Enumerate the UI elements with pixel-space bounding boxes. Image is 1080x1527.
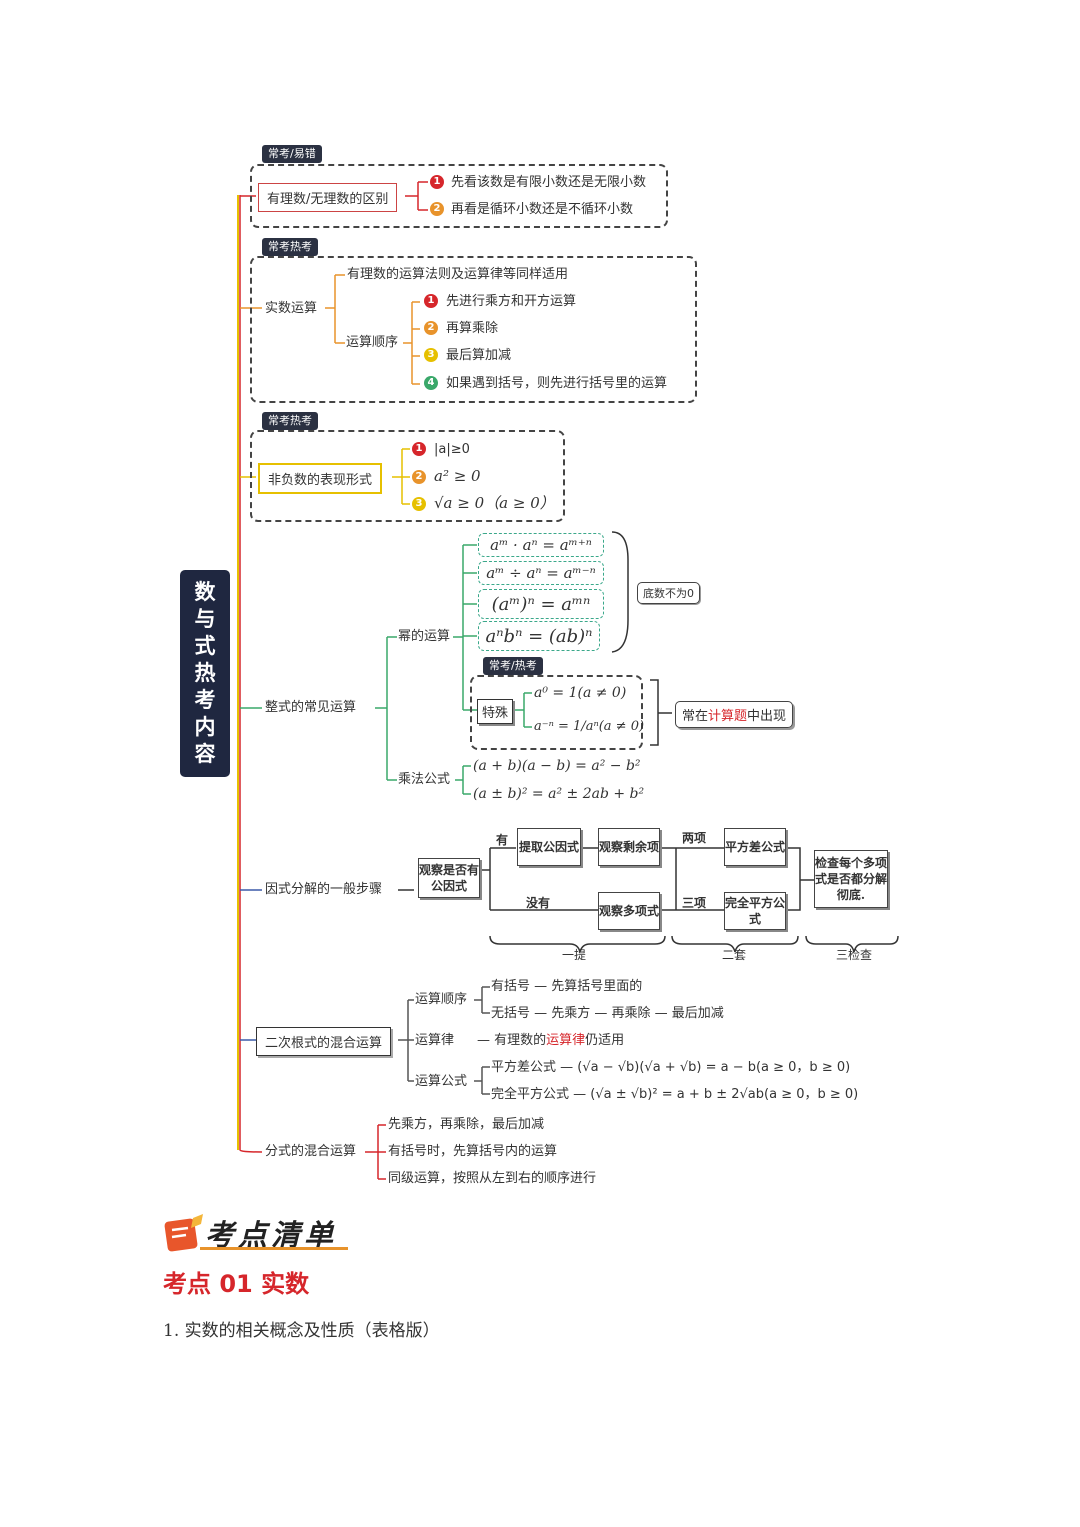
power-formula: aᵐ ÷ aⁿ = aᵐ⁻ⁿ xyxy=(478,561,604,585)
calc-note-pre: 常在 xyxy=(682,709,709,724)
section7-node: 分式的混合运算 xyxy=(265,1144,357,1159)
number-4-icon: 4 xyxy=(424,376,438,390)
extract-box: 提取公因式 xyxy=(517,828,581,866)
section2-item: 最后算加减 xyxy=(446,348,512,363)
number-1-icon: 1 xyxy=(430,175,444,189)
section4-node: 整式的常见运算 xyxy=(265,700,357,715)
pencil-note-icon xyxy=(164,1214,203,1252)
number-3-icon: 3 xyxy=(412,497,426,511)
observe-poly-box: 观察多项式 xyxy=(598,892,660,930)
section2-rule: 有理数的运算法则及运算律等同样适用 xyxy=(347,267,569,282)
main-title: 数 与 式 热 考 内 容 xyxy=(180,570,230,777)
mult-label: 乘法公式 xyxy=(398,772,451,787)
step-label: 一提 xyxy=(562,948,587,962)
calc-note-post: 中出现 xyxy=(747,709,787,724)
section1-node: 有理数/无理数的区别 xyxy=(258,183,398,212)
section6-node: 二次根式的混合运算 xyxy=(256,1027,392,1056)
section7-item: 先乘方，再乘除，最后加减 xyxy=(388,1117,545,1132)
two-terms-label: 两项 xyxy=(682,831,707,845)
order-label: 运算顺序 xyxy=(415,992,468,1007)
law-post: 仍适用 xyxy=(585,1033,625,1048)
mult-formula: (a ± b)² = a² ± 2ab + b² xyxy=(473,786,645,802)
number-1-icon: 1 xyxy=(412,442,426,456)
calc-note: 常在计算题中出现 xyxy=(675,701,794,728)
base-note: 底数不为0 xyxy=(637,582,700,604)
section7-item: 有括号时，先算括号内的运算 xyxy=(388,1144,558,1159)
special-formula: a⁰ = 1(a ≠ 0) xyxy=(534,685,627,701)
section-title: 考点 01 实数 xyxy=(163,1270,310,1298)
main-title-char: 与 xyxy=(194,607,216,631)
number-3-icon: 3 xyxy=(424,348,438,362)
section2-item: 先进行乘方和开方运算 xyxy=(446,294,577,309)
section5-node: 因式分解的一般步骤 xyxy=(265,882,383,897)
power-formula: aᵐ · aⁿ = aᵐ⁺ⁿ xyxy=(478,533,604,557)
mult-formula: (a + b)(a − b) = a² − b² xyxy=(473,758,641,774)
law-text: — 有理数的运算律仍适用 xyxy=(477,1033,625,1048)
perfect-square-box: 完全平方公式 xyxy=(724,892,786,930)
section1-item: 先看该数是有限小数还是无限小数 xyxy=(451,175,647,190)
number-2-icon: 2 xyxy=(424,321,438,335)
main-title-char: 式 xyxy=(194,634,216,658)
special-frame xyxy=(470,675,643,750)
main-title-char: 考 xyxy=(194,688,216,712)
section1-item: 再看是循环小数还是不循环小数 xyxy=(451,202,634,217)
check-box: 检查每个多项式是否都分解彻底. xyxy=(814,850,888,908)
observe-rest-box: 观察剩余项 xyxy=(598,828,660,866)
section2-item: 再算乘除 xyxy=(446,321,499,336)
order-item: 有括号 — 先算括号里面的 xyxy=(491,979,643,994)
section3-node: 非负数的表现形式 xyxy=(258,463,383,494)
formula-item: 完全平方公式 — (√a ± √b)² = a + b ± 2√ab(a ≥ 0… xyxy=(491,1087,859,1102)
power-formula: (aᵐ)ⁿ = aᵐⁿ xyxy=(478,589,604,619)
formula-label: 运算公式 xyxy=(415,1074,468,1089)
power-label: 幂的运算 xyxy=(398,629,451,644)
section3-item: |a|≥0 xyxy=(434,442,470,457)
section2-frame xyxy=(250,256,697,403)
main-title-char: 热 xyxy=(194,661,216,685)
no-label: 没有 xyxy=(526,896,551,910)
order-item: 无括号 — 先乘方 — 再乘除 — 最后加减 xyxy=(491,1006,724,1021)
section7-item: 同级运算，按照从左到右的顺序进行 xyxy=(388,1171,597,1186)
section1-frame xyxy=(250,164,668,228)
section2-node: 实数运算 xyxy=(265,301,318,316)
main-title-char: 内 xyxy=(194,715,216,739)
step-label: 三检查 xyxy=(836,948,873,962)
section3-tag: 常考热考 xyxy=(262,412,318,430)
number-2-icon: 2 xyxy=(430,202,444,216)
main-title-char: 数 xyxy=(194,580,216,604)
start-box: 观察是否有公因式 xyxy=(418,858,480,898)
section3-frame xyxy=(250,430,565,522)
law-highlight: 运算律 xyxy=(546,1033,586,1048)
special-label: 特殊 xyxy=(477,699,514,724)
subtitle: 1. 实数的相关概念及性质（表格版） xyxy=(163,1321,440,1341)
law-pre: 有理数的 xyxy=(494,1033,547,1048)
section2-item: 如果遇到括号，则先进行括号里的运算 xyxy=(446,376,668,391)
brand-underline xyxy=(200,1247,348,1250)
section2-order-label: 运算顺序 xyxy=(346,335,399,350)
section3-item: √a ≥ 0（a ≥ 0） xyxy=(434,494,555,512)
three-terms-label: 三项 xyxy=(682,896,707,910)
section4-tag: 常考/热考 xyxy=(483,657,543,675)
number-2-icon: 2 xyxy=(412,470,426,484)
calc-note-highlight: 计算题 xyxy=(708,709,748,724)
law-label: 运算律 xyxy=(415,1033,455,1048)
yes-label: 有 xyxy=(496,833,509,847)
section1-tag: 常考/易错 xyxy=(262,145,322,163)
section2-tag: 常考热考 xyxy=(262,238,318,256)
number-1-icon: 1 xyxy=(424,294,438,308)
diff-square-box: 平方差公式 xyxy=(724,828,786,866)
brand-title: 考点清单 xyxy=(205,1218,338,1252)
section3-item: a² ≥ 0 xyxy=(434,467,481,485)
power-formula: aⁿbⁿ = (ab)ⁿ xyxy=(478,621,600,651)
main-title-char: 容 xyxy=(194,742,216,766)
step-label: 二套 xyxy=(722,948,747,962)
formula-item: 平方差公式 — (√a − √b)(√a + √b) = a − b(a ≥ 0… xyxy=(491,1060,851,1075)
special-formula: a⁻ⁿ = 1/aⁿ(a ≠ 0) xyxy=(534,719,645,734)
